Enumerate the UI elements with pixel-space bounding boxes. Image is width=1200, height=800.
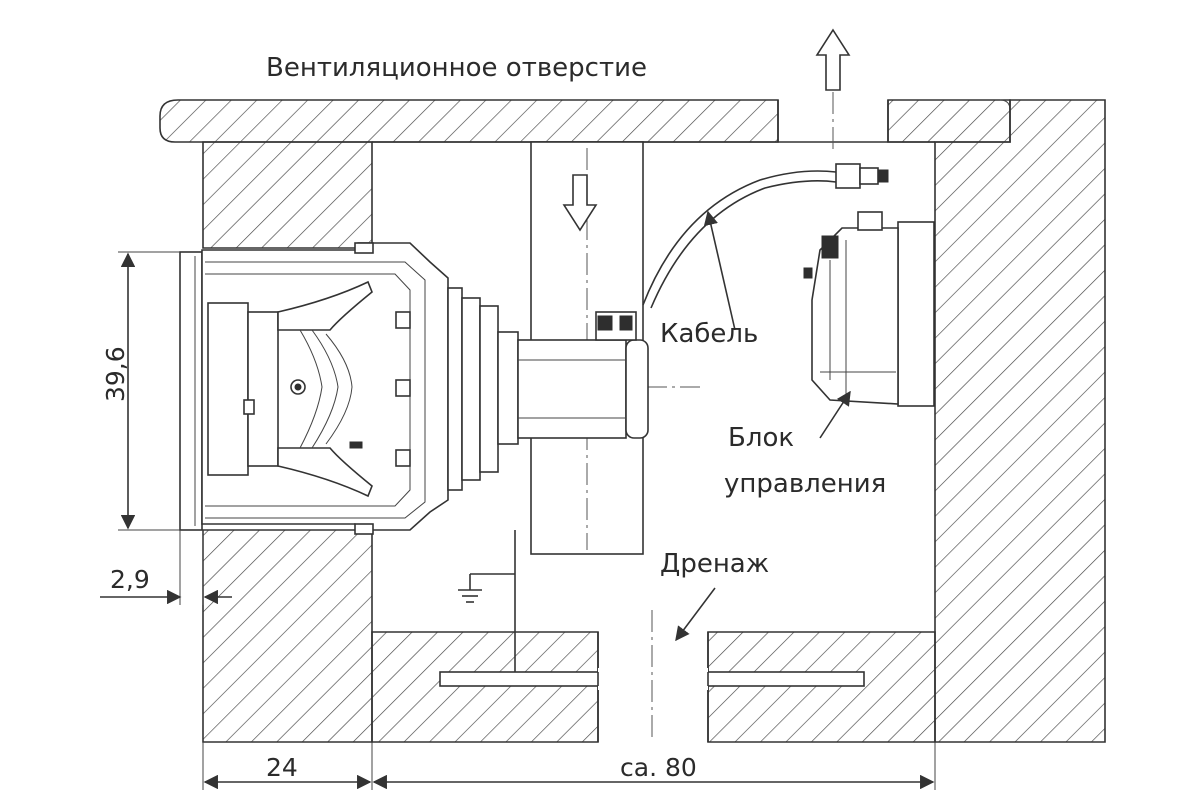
depth-dimension: ca. 80 [620,753,697,782]
floor-right [707,631,936,743]
wall-dimension: 24 [266,753,298,782]
cable-connector [835,163,889,189]
control-unit-label-line1: Блок [728,423,794,453]
dimension-lines [100,251,936,790]
left-wall-lower [202,529,373,743]
floor-left [371,631,599,743]
top-slab-right [887,99,1011,143]
height-dimension: 39,6 [101,346,130,402]
drain-label: Дренаж [660,549,769,579]
arrow-down-icon [562,174,598,232]
front-flange [179,251,203,531]
left-wall-upper [202,141,373,249]
arrow-up-icon [815,28,851,91]
cable-label: Кабель [660,319,758,349]
fan-unit [179,242,449,535]
vent-opening-label: Вентиляционное отверстие [266,53,647,83]
structure [159,99,1106,743]
ground-icon [458,530,516,672]
control-unit [803,211,935,407]
top-slab-left [159,99,779,143]
right-wall [934,99,1106,743]
motor-assembly [447,170,837,491]
flange-dimension: 2,9 [110,565,150,594]
control-unit-label-line2: управления [724,469,886,499]
